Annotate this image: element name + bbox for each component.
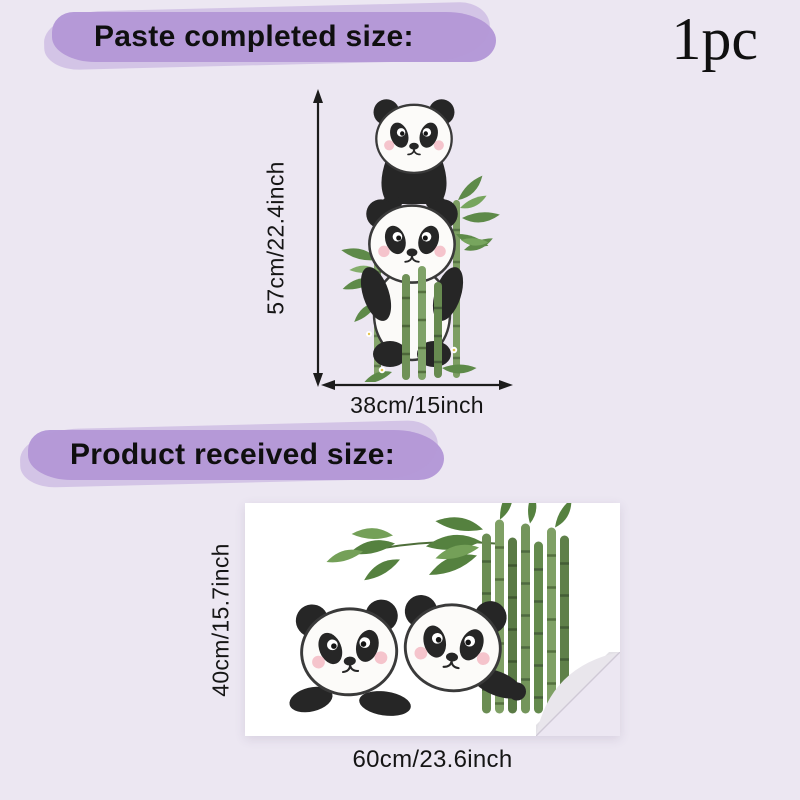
bamboo-bundle (482, 519, 569, 714)
product-sheet (245, 503, 620, 736)
paste-size-heading-highlight: Paste completed size: (52, 12, 496, 62)
paste-size-heading: Paste completed size: (94, 20, 414, 53)
paste-height-label: 57cm/22.4inch (262, 161, 289, 315)
bamboo-front (402, 266, 442, 380)
page-curl-icon (536, 652, 620, 736)
received-size-heading-highlight: Product received size: (28, 430, 444, 480)
left-panda (289, 597, 411, 716)
panda-sheet-illustration (289, 503, 578, 716)
height-dimension-arrow (313, 89, 323, 387)
paste-width-label: 38cm/15inch (350, 392, 484, 418)
received-size-heading: Product received size: (70, 438, 396, 471)
quantity-label: 1pc (671, 6, 758, 72)
top-panda (372, 98, 456, 210)
bottom-panda (360, 198, 464, 367)
received-width-label: 60cm/23.6inch (352, 746, 513, 773)
right-panda (396, 592, 526, 701)
flowers (366, 331, 458, 374)
received-height-label: 40cm/15.7inch (207, 543, 234, 697)
panda-stack-illustration (340, 98, 500, 382)
width-dimension-arrow (321, 380, 513, 390)
